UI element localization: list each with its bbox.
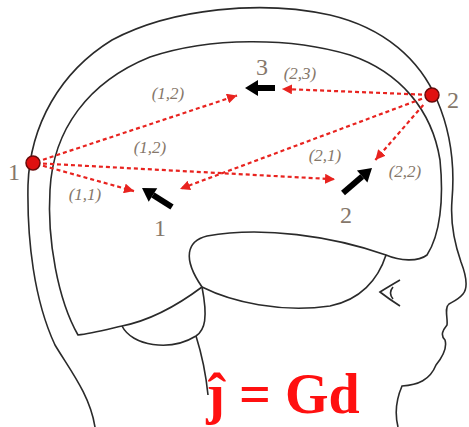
matrix-index: (1,2) [150,85,187,104]
head-outline [28,8,466,427]
matrix-index: (2,1) [307,147,344,166]
dipole-source: 3 [241,79,278,97]
sylvian-fissure [189,232,386,287]
electrode-number: 2 [447,88,459,112]
eye [380,280,400,306]
electrode-dot [25,155,41,171]
lead-field-arrow [180,99,422,189]
lead-field-arrow [375,105,423,160]
brain-stem [196,336,208,395]
electrode-dot [424,87,440,103]
brain-outline [50,42,442,335]
lead-field-arrow [43,95,237,159]
dipole-number: 3 [256,55,268,79]
electrode: 2 [424,87,440,103]
matrix-index: (2,3) [282,65,319,84]
lead-field-arrow [282,89,422,95]
equation: ĵ = Gd [206,366,359,422]
cerebellum [122,287,205,345]
dipole-number: 1 [154,216,166,240]
electrode-number: 1 [8,160,20,184]
dipole-arrow [138,184,176,211]
matrix-index: (1,2) [132,139,169,158]
dipole-number: 2 [340,203,352,227]
matrix-index: (2,2) [387,163,424,182]
dipole-source: 2 [339,164,376,197]
dipole-source: 1 [138,184,176,211]
electrode: 1 [25,155,41,171]
dipole-arrow [241,79,278,97]
matrix-index: (1,1) [67,186,104,205]
dipole-arrow [339,164,376,197]
